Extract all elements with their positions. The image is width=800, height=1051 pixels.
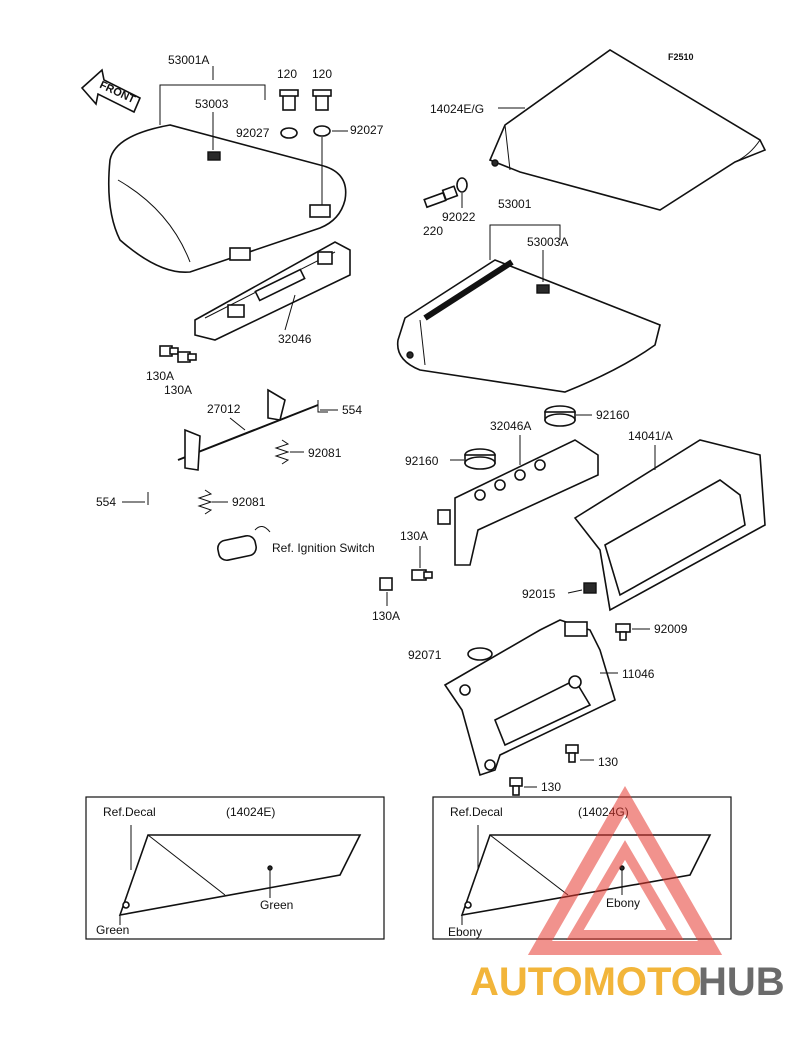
label-130A-4: 130A xyxy=(372,609,400,623)
bolt-130A-3 xyxy=(411,569,433,581)
inset-left-color-corner: Green xyxy=(96,923,129,937)
watermark-text-hub: HUB xyxy=(698,960,785,1004)
label-130A-3: 130A xyxy=(400,529,428,543)
front-arrow-icon: FRONT xyxy=(80,68,142,114)
spring-92081-1 xyxy=(274,439,290,465)
side-cover-14041A xyxy=(573,439,766,612)
inset-left-color-main: Green xyxy=(260,898,293,912)
label-ignition-switch: Ref. Ignition Switch xyxy=(272,541,375,555)
washer-92027-a xyxy=(280,127,298,139)
seat-bracket-32046A xyxy=(437,439,599,566)
seat-lock-rod-27012 xyxy=(147,388,328,505)
label-27012: 27012 xyxy=(207,402,241,416)
label-14041A: 14041/A xyxy=(628,429,673,443)
label-53001: 53001 xyxy=(498,197,532,211)
label-130A-2: 130A xyxy=(164,383,192,397)
grommet-92160-1 xyxy=(544,405,576,427)
grommet-92160-2 xyxy=(464,448,496,470)
inset-right-ref-decal: Ref.Decal xyxy=(450,805,503,819)
bolt-130-2 xyxy=(509,777,523,796)
inset-decal-left: Ref.Decal (14024E) Green Green xyxy=(85,796,385,940)
diagram-code: F2510 xyxy=(668,52,694,62)
label-32046: 32046 xyxy=(278,332,312,346)
bolt-120-a xyxy=(279,89,299,111)
label-120-b: 120 xyxy=(312,67,332,81)
label-92160-1: 92160 xyxy=(596,408,630,422)
label-14024EG: 14024E/G xyxy=(430,102,484,116)
bolt-130A-4 xyxy=(379,577,393,591)
seat-cover-14024EG xyxy=(488,49,767,211)
seat-latch-53003 xyxy=(207,151,221,161)
automotohub-watermark-logo: AUTOMOTO HUB xyxy=(470,785,785,1004)
label-53003A: 53003A xyxy=(527,235,568,249)
seat-bracket-32046 xyxy=(194,241,351,341)
spring-92081-2 xyxy=(197,489,213,515)
label-92081-2: 92081 xyxy=(232,495,266,509)
label-120-a: 120 xyxy=(277,67,297,81)
damper-92071 xyxy=(467,647,493,661)
bolt-130-1 xyxy=(565,744,579,763)
bolt-130A-2 xyxy=(177,351,197,363)
label-92009: 92009 xyxy=(654,622,688,636)
label-220: 220 xyxy=(423,224,443,238)
screw-92009 xyxy=(615,623,631,641)
inset-right-color-main: Ebony xyxy=(606,896,640,910)
label-554-2: 554 xyxy=(96,495,116,509)
label-92027-a: 92027 xyxy=(236,126,270,140)
label-53003: 53003 xyxy=(195,97,229,111)
clip-92015 xyxy=(583,582,597,594)
label-130-2: 130 xyxy=(541,780,561,794)
label-92022: 92022 xyxy=(442,210,476,224)
inset-left-part: (14024E) xyxy=(226,805,275,819)
label-554-1: 554 xyxy=(342,403,362,417)
front-seat-53001A xyxy=(108,124,347,274)
label-32046A: 32046A xyxy=(490,419,531,433)
bolt-220 xyxy=(423,185,459,209)
bracket-11046 xyxy=(443,619,616,777)
label-11046: 11046 xyxy=(622,667,655,681)
label-92027-b: 92027 xyxy=(350,123,384,137)
washer-92022 xyxy=(456,177,468,193)
label-92160-2: 92160 xyxy=(405,454,439,468)
label-130-1: 130 xyxy=(598,755,618,769)
washer-92027-b xyxy=(313,125,331,137)
label-130A-1: 130A xyxy=(146,369,174,383)
label-92015: 92015 xyxy=(522,587,556,601)
label-92081-1: 92081 xyxy=(308,446,342,460)
inset-left-ref-decal: Ref.Decal xyxy=(103,805,156,819)
label-53001A: 53001A xyxy=(168,53,209,67)
seat-latch-53003A xyxy=(536,284,550,294)
bolt-120-b xyxy=(312,89,332,111)
inset-right-color-corner: Ebony xyxy=(448,925,482,939)
watermark-text-auto: AUTOMOTO xyxy=(470,960,702,1004)
bolt-130A-1 xyxy=(159,345,179,357)
rear-seat-53001 xyxy=(396,259,661,393)
label-92071: 92071 xyxy=(408,648,442,662)
ignition-switch-icon xyxy=(217,526,271,562)
